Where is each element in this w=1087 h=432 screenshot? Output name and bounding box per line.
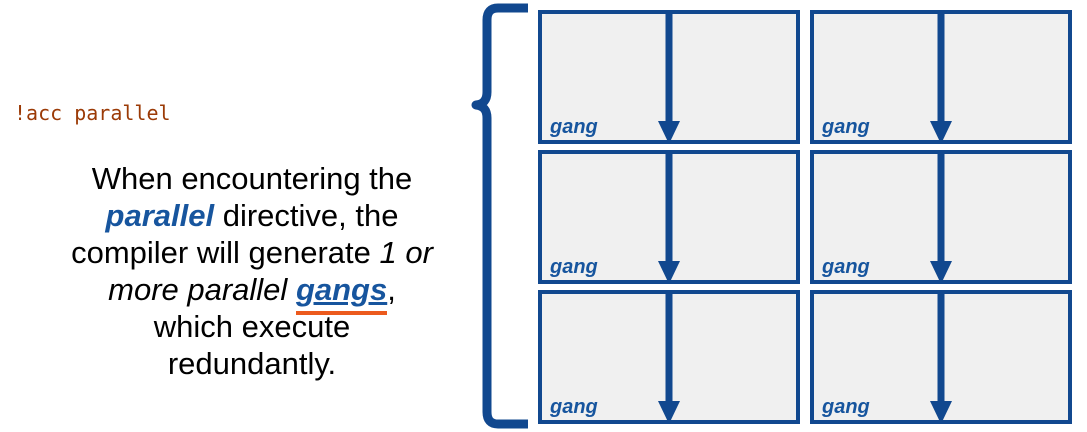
down-arrow-icon [656, 290, 682, 424]
down-arrow-icon [656, 150, 682, 284]
description-segment-3: directive, the compiler will generate [71, 198, 399, 270]
gang-label: gang [550, 256, 598, 278]
gang-label: gang [822, 256, 870, 278]
down-arrow-icon [928, 150, 954, 284]
description-segment-1: When encountering the [91, 161, 413, 196]
left-text-panel: !acc parallel When encountering the para… [0, 0, 470, 432]
gang-label: gang [822, 396, 870, 418]
gang-cell[interactable]: gang [538, 150, 800, 284]
down-arrow-icon [928, 290, 954, 424]
gang-cell[interactable]: gang [810, 150, 1072, 284]
gang-cell[interactable]: gang [538, 290, 800, 424]
keyword-gangs[interactable]: gangs [295, 272, 388, 307]
description-segment-italic: 1 or more parallel [108, 235, 433, 307]
gang-cell[interactable]: gang [810, 290, 1072, 424]
down-arrow-icon [656, 10, 682, 144]
down-arrow-icon [928, 10, 954, 144]
gang-label: gang [550, 396, 598, 418]
gang-cell[interactable]: gang [810, 10, 1072, 144]
code-directive-text: !acc parallel [14, 101, 171, 125]
description-paragraph: When encountering the parallel directive… [66, 160, 438, 382]
gang-label: gang [550, 116, 598, 138]
keyword-parallel: parallel [105, 198, 215, 233]
gang-cell[interactable]: gang [538, 10, 800, 144]
gangs-highlight-underline [295, 311, 388, 315]
gangs-term-wrapper: gangs [295, 271, 388, 315]
description-segment-6: , which execute redundantly. [153, 272, 396, 381]
gang-label: gang [822, 116, 870, 138]
left-curly-brace-icon [458, 0, 536, 432]
gang-grid: gang gang gang [538, 10, 1072, 424]
